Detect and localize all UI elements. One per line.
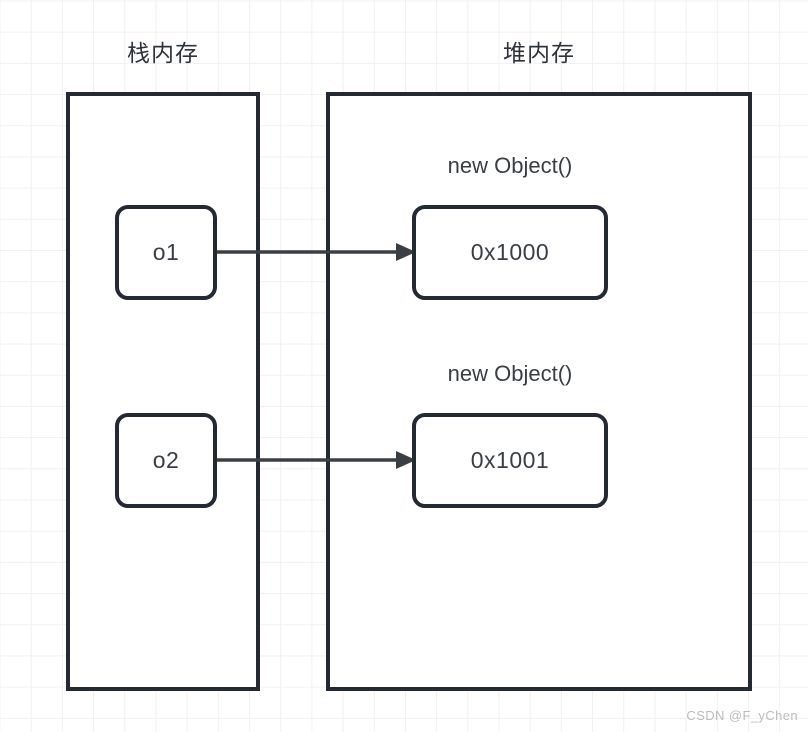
stack-memory-region [66, 92, 260, 691]
heap-object-0x1000-address: 0x1000 [470, 239, 550, 265]
stack-variable-o2: o2 [115, 413, 217, 508]
heap-memory-title: 堆内存 [503, 40, 575, 66]
stack-memory-title: 栈内存 [127, 40, 199, 66]
stack-variable-o2-label: o2 [152, 447, 180, 473]
arrow-o1-to-0x1000 [213, 243, 416, 261]
heap-object-caption-0: new Object() [447, 153, 573, 178]
watermark-text: CSDN @F_yChen [686, 708, 798, 723]
heap-object-0x1001-address: 0x1001 [470, 447, 550, 473]
heap-object-0x1001: 0x1001 [412, 413, 608, 508]
stack-variable-o1-label: o1 [152, 239, 180, 265]
heap-object-0x1000: 0x1000 [412, 205, 608, 300]
stack-variable-o1: o1 [115, 205, 217, 300]
heap-memory-region [326, 92, 752, 691]
heap-object-caption-1: new Object() [447, 361, 573, 386]
arrow-o2-to-0x1001 [213, 451, 416, 469]
